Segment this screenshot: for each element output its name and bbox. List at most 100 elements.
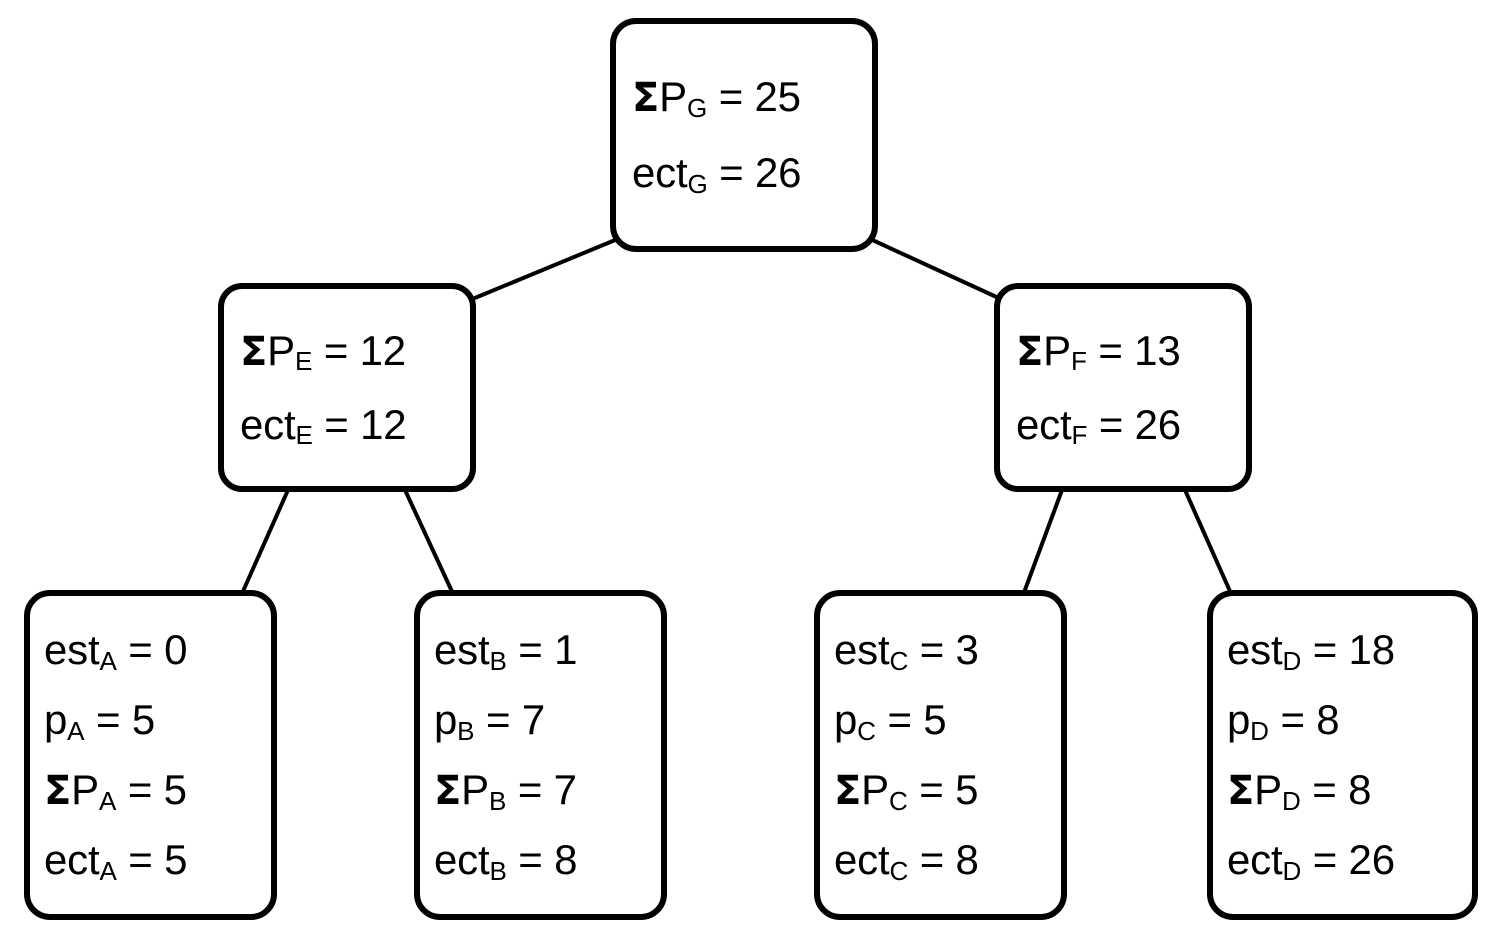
edge-G-F [866, 236, 1005, 302]
value: 26 [1134, 400, 1182, 448]
value: 8 [955, 836, 979, 883]
subscript: D [1250, 715, 1269, 746]
node-D-line-sumP: ΣPD = 8 [1227, 766, 1372, 816]
ect-label: ect [44, 836, 100, 883]
value: 7 [521, 696, 546, 743]
value: 3 [955, 626, 979, 673]
sigma-symbol: Σ [434, 768, 462, 814]
ect-label: ect [1016, 400, 1072, 448]
value: 7 [553, 766, 577, 813]
node-A-line-sumP: ΣPA = 5 [44, 766, 187, 816]
equals-sign: = [323, 326, 349, 374]
sigma-symbol: Σ [240, 328, 268, 375]
edge-G-E [468, 236, 622, 302]
subscript: B [489, 855, 507, 886]
equals-sign: = [1098, 400, 1124, 448]
subscript: A [99, 855, 117, 886]
node-D-line-p: pD = 8 [1213, 696, 1472, 744]
subscript: B [457, 715, 475, 746]
node-E-line-sumP: ΣPE = 12 [240, 326, 407, 377]
edge-F-C [1020, 488, 1064, 600]
node-B[interactable]: estB = 1 pB = 7 ΣPB = 7 ectB = 8 [414, 590, 667, 920]
sigma-symbol: Σ [44, 768, 72, 814]
node-E[interactable]: ΣPE = 12 ectE = 12 [218, 283, 476, 492]
equals-sign: = [324, 400, 349, 448]
node-D-line-est: estD = 18 [1213, 626, 1472, 674]
node-G-line-sumP: ΣPG = 25 [632, 73, 802, 123]
value: 1 [554, 626, 578, 673]
node-A-line-ect: ectA = 5 [30, 836, 271, 884]
edge-E-A [238, 488, 290, 600]
node-C-line-ect: ectC = 8 [820, 836, 1061, 884]
value: 12 [360, 400, 407, 448]
value: 5 [923, 696, 947, 743]
p-label: p [44, 696, 68, 743]
subscript: A [98, 785, 117, 816]
subscript: F [1070, 346, 1087, 377]
value: 18 [1348, 626, 1396, 673]
est-label: est [434, 626, 490, 673]
subscript: D [1282, 645, 1302, 676]
subscript: C [857, 715, 876, 746]
ect-label: ect [240, 400, 296, 448]
node-C-line-est: estC = 3 [820, 626, 1061, 674]
subscript: E [294, 346, 313, 377]
subscript: E [295, 420, 313, 451]
value: 25 [754, 73, 802, 120]
equals-sign: = [919, 836, 945, 883]
subscript: D [1281, 785, 1301, 816]
sigma-symbol: Σ [1227, 768, 1255, 814]
subscript: A [99, 645, 117, 676]
equals-sign: = [1312, 766, 1337, 813]
subscript: C [889, 855, 909, 886]
equals-sign: = [1098, 326, 1123, 374]
est-label: est [834, 626, 890, 673]
subscript: G [687, 168, 708, 199]
node-C-line-p: pC = 5 [820, 696, 1061, 744]
value: 13 [1134, 326, 1181, 374]
sigma-symbol: Σ [834, 768, 862, 814]
subscript: A [67, 715, 85, 746]
value: 5 [955, 766, 979, 813]
value: 5 [131, 696, 156, 743]
equals-sign: = [1312, 626, 1338, 673]
node-F-line-ect: ectF = 26 [1000, 400, 1246, 448]
est-label: est [44, 626, 100, 673]
node-B-line-p: pB = 7 [420, 696, 661, 744]
subscript: B [489, 645, 507, 676]
value: 5 [164, 836, 188, 883]
equals-sign: = [128, 836, 153, 883]
sigma-symbol: Σ [632, 75, 660, 121]
equals-sign: = [486, 696, 511, 743]
est-label: est [1227, 626, 1283, 673]
ect-label: ect [1227, 836, 1283, 883]
p-label: p [834, 696, 858, 743]
ect-label: ect [632, 149, 688, 196]
edge-E-B [403, 488, 457, 600]
node-A[interactable]: estA = 0 pA = 5 ΣPA = 5 ectA = 5 [24, 590, 277, 920]
subscript: F [1071, 420, 1088, 451]
sigma-symbol: Σ [1016, 328, 1044, 375]
equals-sign: = [518, 626, 543, 673]
node-A-line-est: estA = 0 [30, 626, 271, 674]
equals-sign: = [128, 626, 153, 673]
node-E-line-ect: ectE = 12 [224, 400, 470, 448]
node-B-line-ect: ectB = 8 [420, 836, 661, 884]
value: 12 [359, 326, 407, 374]
equals-sign: = [887, 696, 912, 743]
p-label: p [1227, 696, 1251, 743]
node-G[interactable]: ΣPG = 25 ectG = 26 [610, 18, 878, 252]
equals-sign: = [1312, 836, 1338, 883]
node-G-line-ect: ectG = 26 [616, 149, 872, 197]
subscript: B [488, 785, 507, 816]
node-F[interactable]: ΣPF = 13 ectF = 26 [994, 283, 1252, 492]
equals-sign: = [919, 766, 944, 813]
node-C[interactable]: estC = 3 pC = 5 ΣPC = 5 ectC = 8 [814, 590, 1067, 920]
subscript: D [1282, 855, 1302, 886]
value: 0 [164, 626, 188, 673]
equals-sign: = [518, 836, 543, 883]
value: 8 [554, 836, 578, 883]
value: 8 [1316, 696, 1340, 743]
node-D[interactable]: estD = 18 pD = 8 ΣPD = 8 ectD = 26 [1207, 590, 1478, 920]
ect-label: ect [434, 836, 490, 883]
